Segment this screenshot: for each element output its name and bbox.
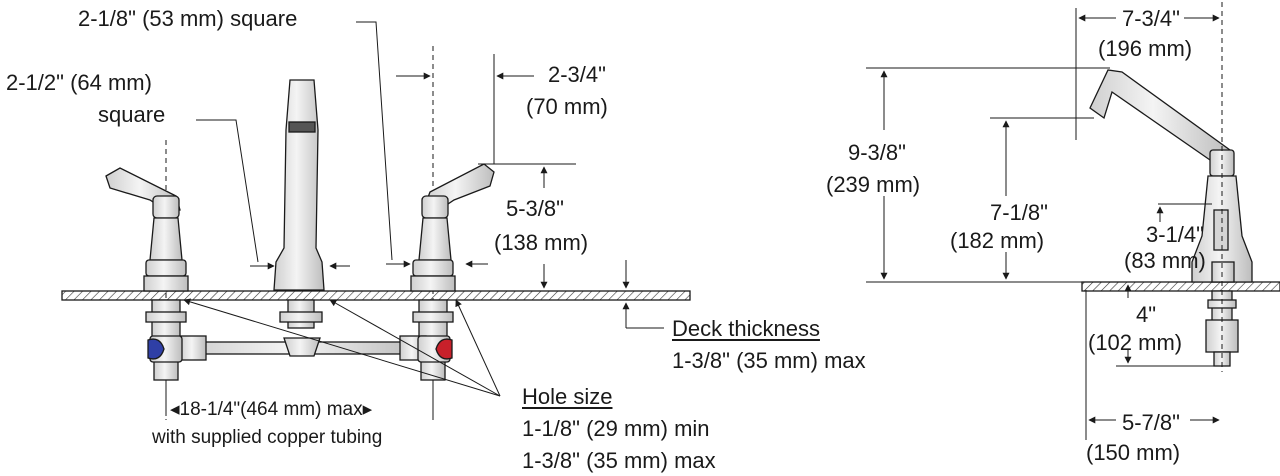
- shank-dimension: 4": [1136, 302, 1157, 327]
- overall-height-metric: (239 mm): [826, 172, 921, 197]
- aerator-height-dimension: 7-1/8": [990, 200, 1048, 225]
- deck-thickness-value: 1-3/8" (35 mm) max: [672, 348, 866, 373]
- reach-metric: (196 mm): [1098, 36, 1193, 61]
- side-handle-height-dimension: 3-1/4": [1146, 222, 1204, 247]
- base-depth-metric: (150 mm): [1086, 440, 1181, 465]
- spread-value: 18-1/4"(464 mm) max: [179, 399, 363, 420]
- hole-size-title: Hole size: [522, 384, 613, 409]
- front-view: [61, 46, 691, 420]
- hole-size-min: 1-1/8" (29 mm) min: [522, 416, 710, 441]
- side-deck-surface: [1081, 281, 1280, 292]
- cold-indicator: [147, 338, 165, 360]
- spread-arrow-right: ▸: [362, 399, 373, 420]
- offset-dimension: 2-3/4": [548, 62, 606, 87]
- spread-arrow-left: ◂: [170, 399, 180, 420]
- deck-thickness-title: Deck thickness: [672, 316, 820, 341]
- base-depth-dimension: 5-7/8": [1122, 410, 1180, 435]
- hole-size-max: 1-3/8" (35 mm) max: [522, 448, 716, 473]
- side-view: [1081, 69, 1280, 367]
- deck-surface: [61, 290, 691, 301]
- left-handle-assembly: [105, 167, 189, 381]
- side-dimensions: [866, 2, 1223, 440]
- front-dimensions: [165, 21, 664, 416]
- offset-metric: (70 mm): [526, 94, 608, 119]
- spread-dimension: ◂18-1/4"(464 mm) max▸: [170, 398, 372, 421]
- handle-base-shape: square: [98, 102, 166, 127]
- handle-base-dimension: 2-1/2" (64 mm): [6, 70, 152, 95]
- shank-metric: (102 mm): [1088, 330, 1183, 355]
- overall-height-dimension: 9-3/8": [848, 140, 906, 165]
- spout-base-dimension: 2-1/8" (53 mm) square: [78, 6, 298, 31]
- aerator-height-metric: (182 mm): [950, 228, 1045, 253]
- side-handle-height-metric: (83 mm): [1124, 248, 1206, 273]
- handle-height-dimension: 5-3/8": [506, 196, 564, 221]
- reach-dimension: 7-3/4": [1122, 6, 1180, 31]
- spout-assembly: [273, 79, 325, 329]
- right-handle-assembly: [410, 163, 495, 381]
- hot-indicator: [435, 338, 453, 360]
- handle-height-metric: (138 mm): [494, 230, 589, 255]
- spread-note: with supplied copper tubing: [152, 427, 383, 448]
